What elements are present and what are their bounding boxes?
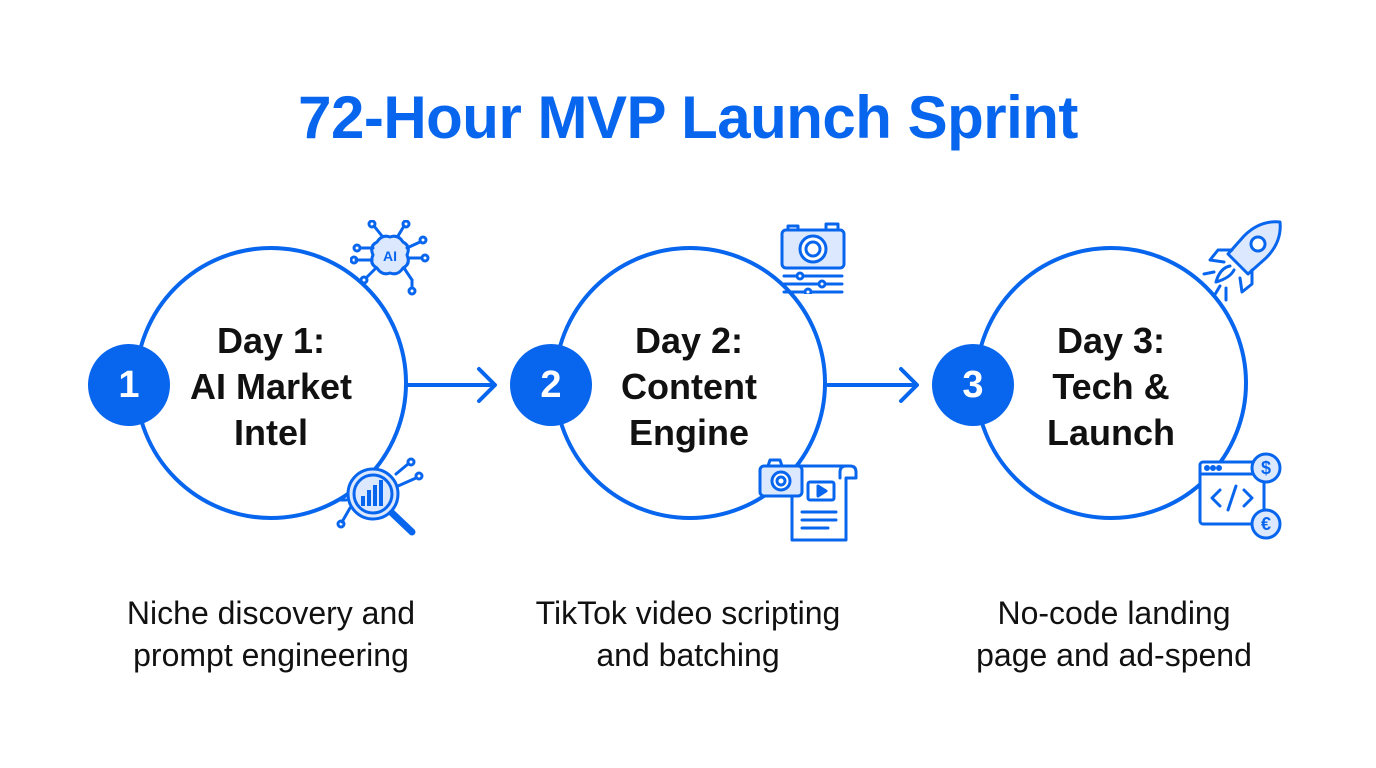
ai-brain-icon-label: AI xyxy=(383,248,397,264)
rocket-icon xyxy=(1202,220,1282,302)
step-3-heading-line-3: Launch xyxy=(1046,412,1175,453)
magnifier-chart-icon xyxy=(336,457,424,536)
svg-text:$: $ xyxy=(1261,458,1271,478)
step-2-heading-line-1: Day 2: xyxy=(634,320,744,361)
step-3-heading: Day 3: Tech & Launch xyxy=(996,318,1226,456)
step-1-heading-line-2: AI Market xyxy=(189,366,353,407)
step-1-number-badge: 1 xyxy=(88,344,170,426)
step-2-caption-line-2: and batching xyxy=(596,637,780,673)
step-1-heading-line-1: Day 1: xyxy=(216,320,326,361)
step-3-caption-line-1: No-code landing xyxy=(997,595,1231,631)
step-3-caption: No-code landing page and ad-spend xyxy=(934,592,1294,676)
step-1-caption-line-2: prompt engineering xyxy=(133,637,409,673)
step-1-heading: Day 1: AI Market Intel xyxy=(156,318,386,456)
arrow-2-to-3 xyxy=(826,367,919,403)
step-2-heading: Day 2: Content Engine xyxy=(574,318,804,456)
step-1-ring xyxy=(134,246,408,520)
step-2-heading-line-2: Content xyxy=(621,366,757,407)
step-1-heading-line-3: Intel xyxy=(233,412,308,453)
page-title: 72-Hour MVP Launch Sprint xyxy=(298,84,1078,151)
svg-text:€: € xyxy=(1261,514,1271,534)
arrow-1-to-2 xyxy=(404,367,497,403)
step-3-number-badge: 3 xyxy=(932,344,1014,426)
ai-brain-icon: AI xyxy=(350,220,430,296)
code-window-currency-icon: $ € xyxy=(1198,452,1282,540)
step-2-number-badge: 2 xyxy=(510,344,592,426)
step-3-heading-line-2: Tech & xyxy=(1052,366,1170,407)
camera-script-icon xyxy=(758,458,858,542)
step-2-ring xyxy=(553,246,827,520)
step-3-caption-line-2: page and ad-spend xyxy=(976,637,1252,673)
camera-sliders-icon xyxy=(780,222,846,294)
step-3-heading-line-1: Day 3: xyxy=(1056,320,1166,361)
step-2-caption: TikTok video scripting and batching xyxy=(508,592,868,676)
step-2-caption-line-1: TikTok video scripting xyxy=(535,595,841,631)
step-1-caption-line-1: Niche discovery and xyxy=(126,595,416,631)
step-1-caption: Niche discovery and prompt engineering xyxy=(91,592,451,676)
step-2-heading-line-3: Engine xyxy=(628,412,749,453)
